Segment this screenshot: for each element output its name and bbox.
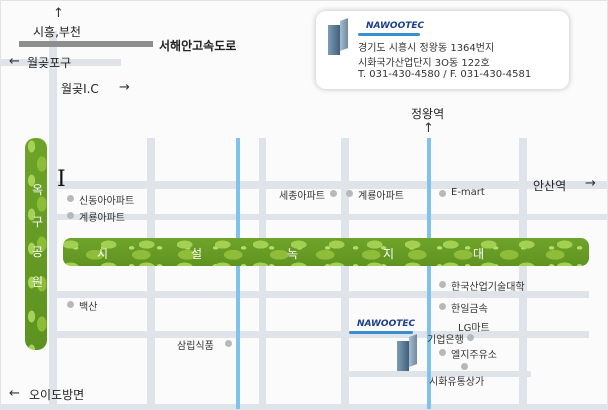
gyeryong-apt-mid-dot	[346, 190, 353, 197]
marker-logo: NAWOOTEC	[357, 319, 416, 329]
jeongwang-station-label: 정왕역	[411, 107, 445, 121]
road-horizontal-4	[49, 291, 589, 298]
oido-label: 오이도방면	[29, 388, 85, 402]
road-vertical-4	[519, 138, 527, 409]
band-char-3: 녹	[287, 247, 299, 261]
industrial-bank-label: 기업은행	[427, 335, 464, 346]
sk-gas-dot	[439, 349, 446, 356]
sihwa-mall-label: 시화유통상가	[429, 377, 485, 388]
canal-left	[236, 138, 240, 409]
arrow-up-icon: ↑	[423, 121, 434, 136]
siheung-bucheon-label: 시흥,부천	[33, 25, 81, 39]
band-char-4: 지	[383, 247, 395, 261]
company-logo: NAWOOTEC	[366, 21, 425, 31]
sihwa-mall-dot	[461, 363, 468, 370]
sejong-apt-dot	[330, 190, 337, 197]
expressway-road	[19, 41, 153, 47]
okgu-park	[25, 138, 47, 350]
park-char-2: 구	[32, 215, 44, 229]
road-vertical-1	[49, 31, 57, 409]
emart-label: E-mart	[451, 187, 485, 198]
samrip-dot	[225, 340, 232, 347]
emart-dot	[439, 190, 446, 197]
road-vertical-3	[341, 138, 349, 409]
wolgot-ic-label: 월곶I.C	[61, 82, 99, 96]
sejong-apt-label: 세종아파트	[279, 191, 325, 202]
company-info-box: NAWOOTEC 경기도 시흥시 정왕동 1364번지 시화국가산업단지 3O동…	[316, 11, 569, 89]
hanil-label: 한일금속	[451, 304, 488, 315]
hanil-dot	[439, 303, 446, 310]
address-line-3: T. 031-430-4580 / F. 031-430-4581	[358, 69, 532, 80]
wolgot-port-label: 월곶포구	[27, 56, 72, 70]
sindong-apt-dot	[67, 195, 74, 202]
band-char-1: 시	[97, 247, 109, 261]
ansan-station-label: 안산역	[533, 179, 567, 193]
arrow-right-icon: →	[585, 176, 596, 191]
road-horizontal-7	[1, 404, 607, 409]
korea-poly-label: 한국산업기술대학	[451, 282, 525, 293]
gyeryong-apt-mid-label: 계룡아파트	[358, 191, 404, 202]
band-char-5: 대	[473, 247, 485, 261]
logo-swoosh	[358, 33, 420, 36]
arrow-left-icon: ←	[9, 386, 20, 401]
road-horizontal-1	[1, 59, 121, 66]
korea-poly-dot	[439, 281, 446, 288]
sindong-apt-label: 신동아아파트	[79, 196, 135, 207]
sk-gas-label: 엘지주유소	[451, 350, 497, 361]
park-char-1: 옥	[32, 183, 44, 197]
park-char-4: 원	[32, 275, 44, 289]
road-horizontal-3	[49, 214, 607, 220]
road-horizontal-6	[341, 371, 531, 377]
text-cursor-icon: I	[57, 167, 66, 192]
road-horizontal-5	[49, 331, 589, 338]
arrow-left-icon: ←	[9, 54, 20, 69]
samrip-label: 삼립식품	[177, 341, 214, 352]
baeksan-dot	[67, 301, 74, 308]
arrow-up-icon: ↑	[53, 6, 64, 21]
arrow-right-icon: →	[119, 80, 130, 95]
company-building-icon	[397, 334, 419, 373]
gyeryong-apt-left-label: 계룡아파트	[79, 213, 125, 224]
lg-mart-label: LG마트	[458, 323, 490, 334]
band-char-2: 설	[191, 247, 203, 261]
expressway-label: 서해안고속도로	[159, 39, 237, 53]
address-line-1: 경기도 시흥시 정왕동 1364번지	[358, 43, 495, 54]
road-vertical-5	[259, 138, 266, 409]
baeksan-label: 백산	[79, 302, 98, 313]
address-line-2: 시화국가산업단지 3O동 122호	[358, 58, 490, 69]
park-char-3: 공	[32, 245, 44, 259]
marker-logo-swoosh	[349, 331, 413, 334]
industrial-bank-dot	[467, 334, 474, 341]
green-belt	[63, 238, 589, 266]
building-icon	[328, 18, 350, 59]
road-horizontal-2	[49, 181, 607, 189]
gyeryong-apt-left-dot	[67, 212, 74, 219]
canal-right	[427, 138, 431, 409]
road-vertical-2	[147, 138, 155, 409]
